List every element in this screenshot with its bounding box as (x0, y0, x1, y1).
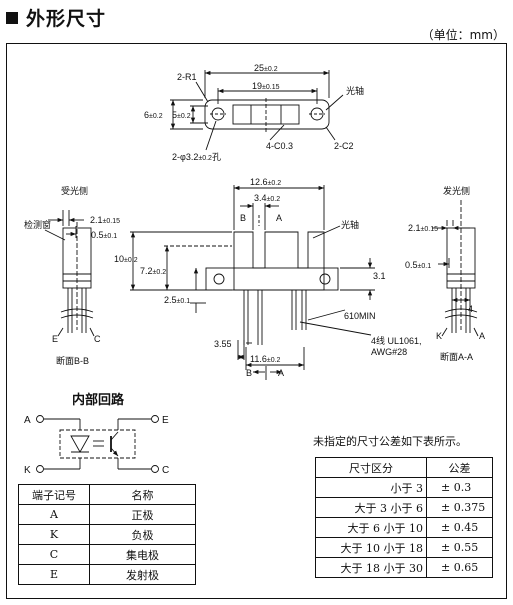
right-label-a: A (479, 331, 485, 341)
dim-12-6: 12.6±0.2 (250, 177, 281, 187)
circuit-label-k: K (24, 465, 31, 476)
pin-symbol: C (18, 544, 90, 565)
right-label-k: K (436, 331, 442, 341)
label-a-top: A (276, 213, 282, 223)
left-section-label: 断面B-B (56, 355, 89, 366)
table-row: 大于 18 小于 30± 0.65 (315, 557, 493, 578)
dim-3-1: 3.1 (373, 271, 386, 281)
tol-range: 大于 10 小于 18 (315, 537, 427, 558)
right-section-view (432, 200, 479, 337)
pin-header-name: 名称 (89, 484, 196, 505)
pin-name: 负极 (89, 524, 196, 545)
label-chamfer-c03: 4-C0.3 (266, 141, 293, 151)
table-row: 大于 10 小于 18± 0.55 (315, 537, 493, 558)
top-view (170, 70, 344, 151)
label-detection-window: 检测窗 (24, 219, 51, 230)
pin-name: 正极 (89, 504, 196, 525)
pin-header-symbol: 端子记号 (18, 484, 90, 505)
left-label-e: E (52, 334, 58, 344)
label-hole: 2-φ3.2±0.2孔 (172, 152, 221, 162)
tol-value: ± 0.45 (426, 517, 493, 538)
label-chamfer-c2: 2-C2 (334, 141, 354, 151)
dim-5: 5±0.2 (172, 110, 191, 120)
pin-symbol: E (18, 564, 90, 585)
circuit-title: 内部回路 (72, 393, 125, 408)
dim-3-55: 3.55 (214, 339, 232, 349)
label-a-bottom: A (278, 368, 284, 378)
page-heading: 外形尺寸 (6, 4, 106, 31)
unit-note: （单位：mm） (421, 28, 505, 42)
tolerance-note: 未指定的尺寸公差如下表所示。 (313, 435, 467, 448)
tol-range: 大于 18 小于 30 (315, 557, 427, 578)
tol-range: 大于 3 小于 6 (315, 497, 427, 518)
tol-value: ± 0.375 (426, 497, 493, 518)
dim-19: 19±0.15 (252, 81, 280, 91)
pin-name: 集电极 (89, 544, 196, 565)
pin-name: 发射极 (89, 564, 196, 585)
square-bullet-icon (6, 12, 18, 24)
tolerance-table-header: 尺寸区分 公差 (315, 457, 493, 478)
circuit-label-e: E (162, 415, 169, 426)
circuit-label-c: C (162, 465, 169, 476)
dim-25: 25±0.2 (254, 63, 278, 73)
tol-range: 大于 6 小于 10 (315, 517, 427, 538)
drawing-frame (6, 43, 507, 599)
label-r1: 2-R1 (177, 72, 197, 82)
dim-2-5: 2.5±0.1 (164, 295, 190, 305)
label-awg: AWG#28 (371, 347, 407, 357)
label-optical-axis-top: 光轴 (346, 85, 364, 96)
table-row: 大于 3 小于 6± 0.375 (315, 497, 493, 518)
left-dim-2-1: 2.1±0.15 (90, 215, 120, 225)
pin-symbol: K (18, 524, 90, 545)
right-dim-4: 4 (468, 304, 473, 314)
right-dim-2-1: 2.1±0.15 (408, 223, 438, 233)
right-section-label: 断面A-A (440, 351, 473, 362)
dim-11-6: 11.6±0.2 (250, 354, 281, 364)
table-row: 小于 3± 0.3 (315, 477, 493, 498)
dim-7-2: 7.2±0.2 (140, 266, 166, 276)
label-610min: 610MIN (344, 311, 376, 321)
label-b-top: B (240, 213, 246, 223)
dim-6: 6±0.2 (144, 110, 163, 120)
dim-10: 10±0.2 (114, 254, 138, 264)
pin-table-header: 端子记号 名称 (18, 484, 196, 505)
label-optical-axis-front: 光轴 (341, 219, 359, 230)
heading-text: 外形尺寸 (26, 8, 107, 30)
internal-circuit (36, 415, 159, 473)
dim-3-4: 3.4±0.2 (254, 193, 280, 203)
right-view-title: 发光侧 (443, 185, 470, 196)
tol-header-value: 公差 (426, 457, 493, 478)
tolerance-table: 尺寸区分 公差 小于 3± 0.3 大于 3 小于 6± 0.375 大于 6 … (315, 457, 493, 578)
right-dim-0-5: 0.5±0.1 (405, 260, 431, 270)
tol-value: ± 0.55 (426, 537, 493, 558)
tol-value: ± 0.65 (426, 557, 493, 578)
left-view-title: 受光侧 (61, 185, 88, 196)
left-label-c: C (94, 334, 101, 344)
tol-value: ± 0.3 (426, 477, 493, 498)
table-row: 大于 6 小于 10± 0.45 (315, 517, 493, 538)
label-b-bottom: B (246, 368, 252, 378)
tol-header-range: 尺寸区分 (315, 457, 427, 478)
left-section-view (44, 210, 95, 337)
pin-symbol: A (18, 504, 90, 525)
front-view (130, 185, 375, 380)
label-wire: 4线 UL1061, (371, 335, 422, 346)
tol-range: 小于 3 (315, 477, 427, 498)
circuit-label-a: A (24, 415, 31, 426)
left-dim-0-5: 0.5±0.1 (91, 230, 117, 240)
